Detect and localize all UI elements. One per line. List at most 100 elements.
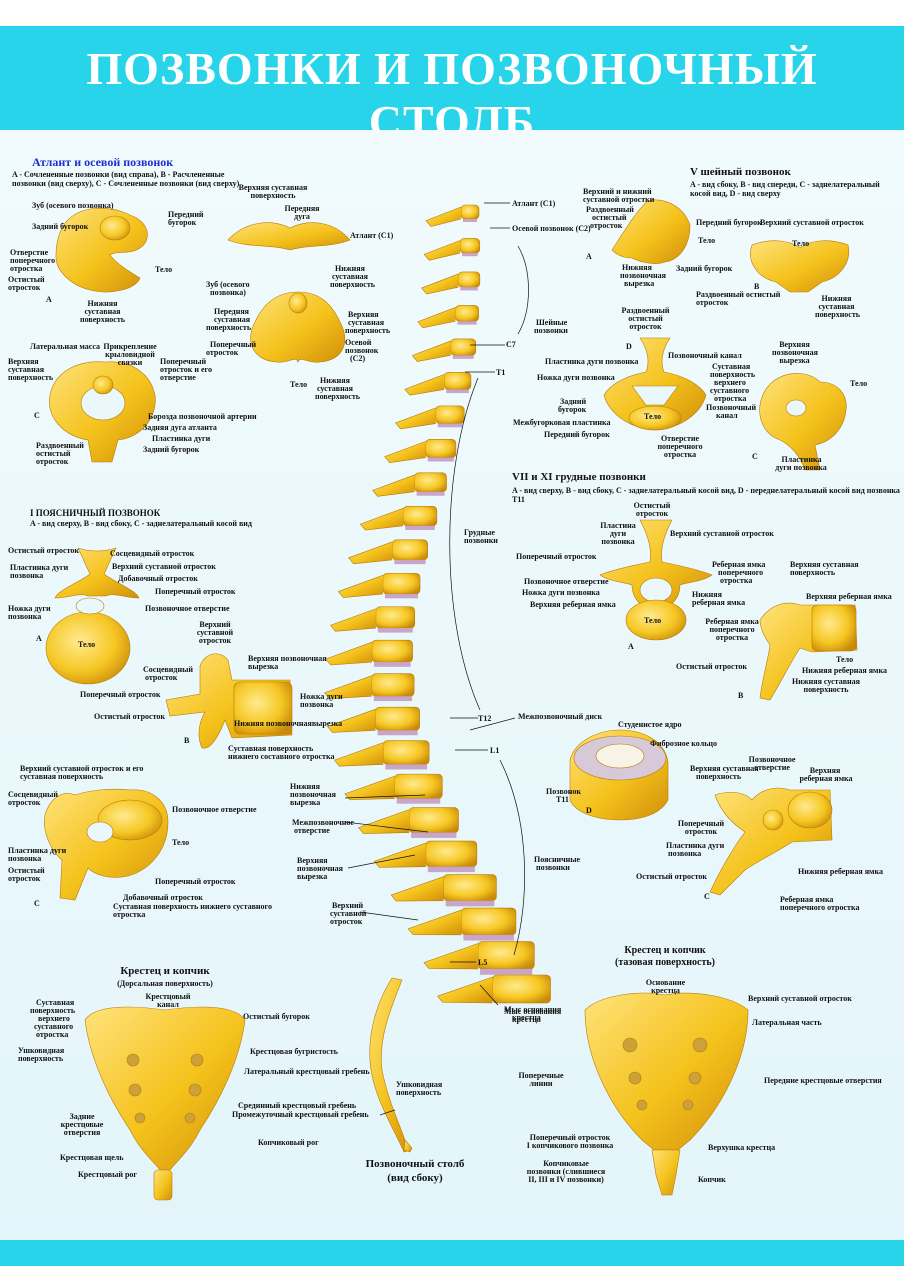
- spinous-process: [348, 541, 393, 565]
- label: крестца: [512, 1013, 541, 1022]
- label: Нижняя реберная ямка: [802, 666, 887, 675]
- label: Задний бугорок: [32, 222, 89, 231]
- vertebral-body: [402, 506, 438, 527]
- label: Крестцовая бугристость: [250, 1047, 338, 1056]
- label: суставная: [316, 384, 354, 393]
- label: Тело: [155, 265, 173, 274]
- cervical-figure-a-b: [611, 199, 850, 293]
- label: Копчиковый рог: [258, 1138, 319, 1147]
- vertebral-body: [414, 472, 447, 492]
- label: Латеральный крестцовый гребень: [244, 1067, 370, 1076]
- label: Передний бугорок: [696, 218, 762, 227]
- label: Задний: [560, 397, 587, 406]
- thoracic-figure-c: [709, 787, 833, 896]
- label: Осевой: [345, 338, 372, 347]
- lumbar-figure-a: [45, 547, 140, 685]
- label: Остистый: [8, 275, 45, 284]
- label: Верхняя суставная: [690, 764, 759, 773]
- figure-letter: C: [752, 452, 758, 461]
- label: Реберная ямка: [780, 895, 834, 904]
- label: Нижняя: [335, 264, 365, 273]
- label: отростка: [663, 450, 697, 459]
- label: Пластинка дуги: [8, 846, 67, 855]
- label: Копчиковые: [543, 1159, 589, 1168]
- label: отросток: [590, 221, 623, 230]
- atlas-figure-c: [49, 361, 156, 463]
- intervertebral-disc: [427, 866, 475, 873]
- label: Добавочный отросток: [118, 574, 198, 583]
- label: Верхний: [332, 901, 364, 910]
- label: отростка: [10, 264, 43, 273]
- spine-caption: Позвоночный столб: [365, 1158, 465, 1170]
- label: поверхность: [206, 323, 252, 332]
- label: связки: [117, 358, 143, 367]
- label: Остистый бугорок: [243, 1012, 310, 1021]
- intervertebral-disc: [446, 389, 469, 394]
- label: верхнего: [38, 1014, 70, 1023]
- label: вырезка: [297, 872, 328, 881]
- label: поверхность: [18, 1054, 64, 1063]
- label: Поперечный отросток: [155, 587, 236, 596]
- label: отросток: [8, 874, 41, 883]
- label: Остистый отросток: [94, 712, 166, 721]
- label: поверхность: [30, 1006, 76, 1015]
- label: Нижняя: [320, 376, 350, 385]
- label: вырезка: [248, 662, 279, 671]
- spinous-process: [423, 240, 461, 261]
- label: нижнего составного отростка: [228, 752, 335, 761]
- cervical-figure-d: [603, 337, 707, 431]
- vertebral-body: [375, 606, 416, 629]
- lumbar-description: A - вид сверху, B - вид сбоку, C - задне…: [30, 519, 252, 528]
- label: Остистый: [633, 501, 671, 510]
- label: Верхняя: [8, 357, 39, 366]
- vertebral-body: [461, 907, 517, 936]
- label: Остистый: [8, 866, 45, 875]
- label: Ушковидная: [18, 1046, 65, 1055]
- label: Суставная: [36, 998, 75, 1007]
- label: суставная: [331, 272, 369, 281]
- spine-caption-sub: (вид сбоку): [387, 1172, 443, 1184]
- label: поперечного: [718, 568, 764, 577]
- label: Поперечный отросток: [155, 877, 236, 886]
- lumbar-heading: I ПОЯСНИЧНЫЙ ПОЗВОНОК: [30, 508, 161, 518]
- label: Верхняя: [779, 340, 810, 349]
- label: Латеральная часть: [752, 1018, 822, 1027]
- spinous-process: [358, 809, 410, 834]
- label: Борозда позвоночной артерии: [148, 412, 257, 421]
- label: Верхняя: [348, 310, 379, 319]
- label: Межбугорковая пластинка: [513, 418, 611, 427]
- intervertebral-disc: [457, 321, 477, 325]
- sacrum-dorsal-figure: [84, 1006, 246, 1201]
- label: L5: [478, 958, 488, 967]
- label: позвонка): [210, 288, 246, 297]
- label: вырезка: [779, 356, 810, 365]
- intervertebral-disc: [463, 219, 477, 222]
- lumbar-figure-b: [165, 653, 293, 749]
- label: отверстие: [160, 373, 196, 382]
- spinous-process: [372, 474, 415, 497]
- label: Пластина: [600, 521, 636, 530]
- label: Нижняя позвоночнаявырезка: [234, 719, 343, 728]
- figure-letter: C: [34, 411, 40, 420]
- intervertebral-disc: [445, 900, 495, 907]
- atlas-heading: Атлант и осевой позвонок: [32, 155, 174, 169]
- label: Отверстие: [10, 248, 49, 257]
- label: Поперечный: [210, 340, 257, 349]
- label: поверхность: [396, 1088, 442, 1097]
- label: II, III и IV позвонки): [528, 1175, 604, 1184]
- label: Позвоночное отверстие: [172, 805, 257, 814]
- label: Реберная ямка: [712, 560, 766, 569]
- spinous-process: [437, 976, 493, 1004]
- intervertebral-disc: [405, 525, 435, 530]
- label: верхнего: [714, 378, 746, 387]
- spinous-process: [326, 708, 376, 733]
- label: отверстия: [63, 1128, 101, 1137]
- label: Позвоночный: [706, 403, 757, 412]
- label: Остистый отросток: [636, 872, 708, 881]
- label: Верхний суставной отросток: [112, 562, 216, 571]
- label: отросток: [684, 827, 718, 836]
- sacrum-pelvic-figure: [584, 992, 749, 1196]
- label: отростка: [113, 910, 146, 919]
- label: суставного: [710, 386, 750, 395]
